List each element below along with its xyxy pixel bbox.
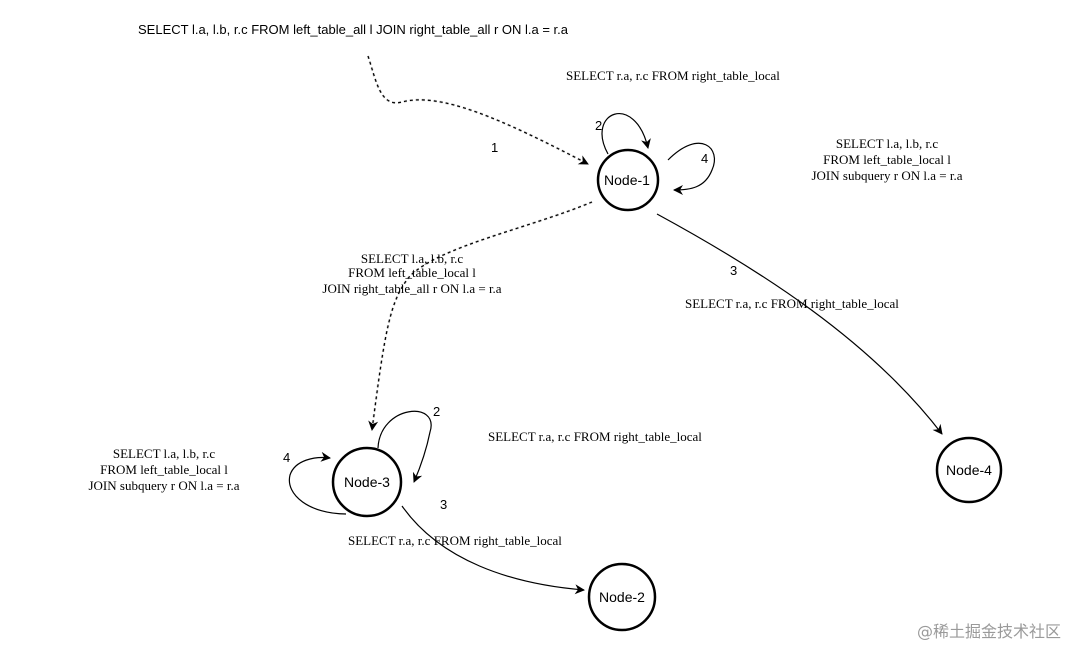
step-node3-to-node2-label: 3 — [440, 497, 447, 512]
edge-node3-to-node2 — [401, 505, 585, 595]
edge-node1-to-node3-shadow — [370, 200, 593, 431]
node1-join-subquery-query: SELECT l.a, l.b, r.c FROM left_table_loc… — [811, 136, 962, 183]
node1-join-subquery-line1: SELECT l.a, l.b, r.c — [836, 136, 939, 151]
step-node3-loop-2-label: 2 — [433, 404, 440, 419]
node-1[interactable]: Node-1 — [596, 148, 660, 212]
node1-to-node3-line3: JOIN right_table_all r ON l.a = r.a — [322, 281, 501, 296]
step-node3-loop-4-label: 4 — [283, 450, 290, 465]
edge-query-to-node1-shadow — [366, 55, 589, 166]
node1-to-node3-line1: SELECT l.a, l.b, r.c — [361, 251, 464, 266]
node1-right-local-query: SELECT r.a, r.c FROM right_table_local — [566, 68, 780, 83]
step-node1-to-node4-label: 3 — [730, 263, 737, 278]
node-2-label: Node-2 — [599, 589, 645, 605]
node1-join-subquery-line2: FROM left_table_local l — [823, 152, 951, 167]
query-labels: SELECT l.a, l.b, r.c FROM left_table_all… — [88, 22, 962, 548]
node3-right-local-query: SELECT r.a, r.c FROM right_table_local — [488, 429, 702, 444]
node-1-label: Node-1 — [604, 172, 650, 188]
node-3[interactable]: Node-3 — [331, 446, 403, 518]
step-node1-loop-4-label: 4 — [701, 151, 708, 166]
top-distributed-query: SELECT l.a, l.b, r.c FROM left_table_all… — [138, 22, 569, 37]
edge-node3-loop-2 — [377, 410, 432, 483]
node-2[interactable]: Node-2 — [587, 562, 657, 632]
node3-to-node2-query: SELECT r.a, r.c FROM right_table_local — [348, 533, 562, 548]
node1-to-node3-query: SELECT l.a, l.b, r.c FROM left_table_loc… — [322, 251, 501, 296]
node-4[interactable]: Node-4 — [935, 436, 1003, 504]
node3-join-subquery-line3: JOIN subquery r ON l.a = r.a — [88, 478, 239, 493]
node1-to-node3-line2: FROM left_table_local l — [348, 265, 476, 280]
edge-node1-loop-2 — [601, 113, 651, 155]
step-1-label: 1 — [491, 140, 498, 155]
edge-query-to-node1 — [367, 55, 589, 165]
edge-node1-to-node3 — [368, 201, 593, 431]
node3-join-subquery-line1: SELECT l.a, l.b, r.c — [113, 446, 216, 461]
edges — [288, 55, 943, 595]
edge-node1-loop-4 — [667, 142, 715, 195]
node3-join-subquery-line2: FROM left_table_local l — [100, 462, 228, 477]
edge-node3-loop-4 — [288, 451, 347, 515]
node3-join-subquery-query: SELECT l.a, l.b, r.c FROM left_table_loc… — [88, 446, 239, 493]
step-node1-loop-2-label: 2 — [595, 118, 602, 133]
node1-join-subquery-line3: JOIN subquery r ON l.a = r.a — [811, 168, 962, 183]
node-3-label: Node-3 — [344, 474, 390, 490]
step-labels: 1 2 4 3 2 4 3 — [283, 118, 737, 512]
node1-to-node4-query: SELECT r.a, r.c FROM right_table_local — [685, 296, 899, 311]
watermark: @稀土掘金技术社区 — [917, 622, 1061, 641]
node-4-label: Node-4 — [946, 462, 992, 478]
edge-node1-to-node4 — [656, 213, 943, 435]
